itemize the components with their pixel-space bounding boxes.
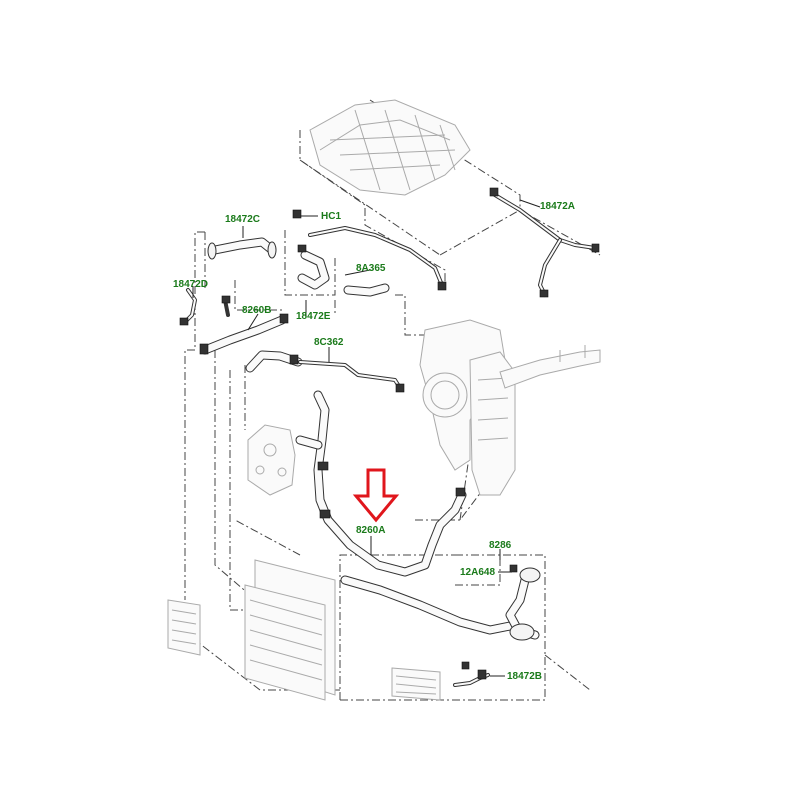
lower-coolant-hose (340, 575, 520, 635)
hose-8260a (295, 390, 467, 577)
hose-18472a (489, 187, 600, 298)
label-8c362: 8C362 (314, 337, 344, 348)
hose-18472d (179, 288, 197, 326)
front-cover (247, 424, 296, 496)
label-12a648: 12A648 (460, 567, 495, 578)
assembly-boundary-lines (184, 99, 601, 701)
hose-8260b (199, 295, 289, 355)
radiator-assembly (167, 559, 441, 701)
label-8260a: 8260A (356, 525, 385, 536)
label-18472a: 18472A (540, 201, 575, 212)
label-8286: 8286 (489, 540, 512, 551)
label-18472c: 18472C (225, 214, 260, 225)
down-arrow-icon (352, 468, 400, 523)
hose-18472b (453, 661, 490, 687)
label-18472d: 18472D (173, 279, 208, 290)
label-18472e: 18472E (296, 311, 331, 322)
hose-hc1-cluster (292, 209, 447, 297)
label-8a365: 8A365 (356, 263, 386, 274)
label-hc1: HC1 (321, 211, 341, 222)
label-8260b: 8260B (242, 305, 271, 316)
callout-labels: 18472C HC1 18472A 8A365 18472D 8260B 184… (173, 201, 575, 682)
hose-18472c (207, 237, 277, 260)
hose-8c362 (245, 350, 405, 393)
intake-manifold (309, 99, 471, 196)
engine-block (419, 319, 601, 496)
callout-leader-lines (192, 199, 541, 677)
label-18472b: 18472B (507, 671, 542, 682)
thermostat-housing-8286 (505, 564, 541, 641)
